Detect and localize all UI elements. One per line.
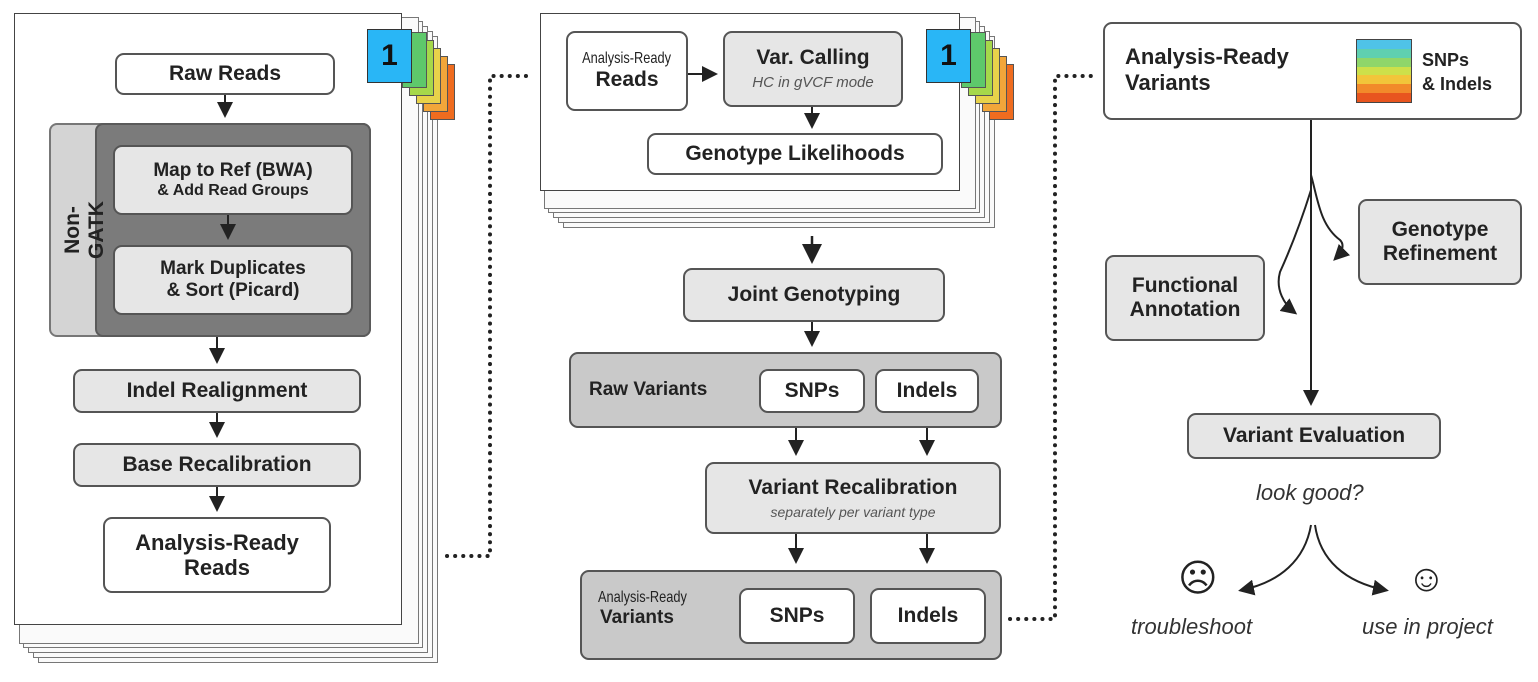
separately-label: separately per variant type: [770, 504, 936, 521]
base-recalibration-label: Base Recalibration: [122, 452, 312, 476]
analysis-ready-reads-line2: Reads: [183, 555, 251, 580]
ar-variants-big: Variants: [600, 607, 674, 629]
snps-indels-legend: SNPs & Indels: [1422, 48, 1492, 97]
ar-reads-big: Reads: [595, 68, 659, 92]
branch-arrow: [1310, 174, 1351, 261]
use-in-project-label: use in project: [1362, 614, 1493, 639]
base-recalibration-box: Base Recalibration: [73, 443, 361, 487]
legend-indels: & Indels: [1422, 74, 1493, 95]
raw-indels-label: Indels: [896, 378, 958, 402]
ar-variants-title-line2: Variants: [1125, 70, 1211, 96]
variant-recalibration-box: Variant Recalibration separately per var…: [705, 462, 1001, 534]
ar-reads-box: Analysis-Ready Reads: [566, 31, 688, 111]
joint-genotyping-label: Joint Genotyping: [727, 282, 901, 306]
ar-variants-small: Analysis-Ready: [598, 589, 687, 606]
ar-variants-label: Analysis-Ready Variants: [598, 588, 718, 630]
look-good-label: look good?: [1256, 480, 1364, 505]
genotype-likelihoods-label: Genotype Likelihoods: [685, 141, 905, 165]
sample-badge: 1: [367, 29, 412, 83]
analysis-ready-reads-box: Analysis-Ready Reads: [103, 517, 331, 593]
mark-duplicates-label: Mark Duplicates: [160, 258, 306, 280]
troubleshoot-label: troubleshoot: [1131, 614, 1253, 639]
raw-snps-box: SNPs: [759, 369, 865, 413]
mark-duplicates-box: Mark Duplicates & Sort (Picard): [113, 245, 353, 315]
var-calling-label: Var. Calling: [756, 46, 870, 70]
genotype-refinement-box: Genotype Refinement: [1358, 199, 1522, 285]
variant-evaluation-label: Variant Evaluation: [1222, 423, 1406, 447]
functional-annotation-line1: Functional: [1131, 273, 1239, 297]
raw-reads-label: Raw Reads: [168, 61, 282, 85]
dotted-connector: [1008, 74, 1097, 621]
branch-arrow: [1314, 524, 1389, 596]
sad-face-icon: ☹: [1178, 558, 1218, 600]
map-to-ref-label: Map to Ref (BWA): [153, 159, 313, 181]
ar-variants-header-box: [1103, 22, 1522, 120]
joint-genotyping-box: Joint Genotyping: [683, 268, 945, 322]
genotype-likelihoods-box: Genotype Likelihoods: [647, 133, 943, 175]
ar-snps-label: SNPs: [769, 603, 825, 627]
genotype-refinement-line2: Refinement: [1382, 242, 1498, 265]
sort-picard-label: & Sort (Picard): [166, 280, 300, 301]
ar-indels-box: Indels: [870, 588, 986, 644]
branch-arrow: [1277, 189, 1312, 315]
raw-indels-box: Indels: [875, 369, 979, 413]
branch-arrow: [1238, 524, 1312, 596]
raw-variants-label: Raw Variants: [589, 379, 708, 401]
raw-snps-label: SNPs: [784, 378, 840, 402]
legend-snps: SNPs: [1422, 50, 1470, 70]
dotted-connector: [445, 74, 532, 558]
raw-reads-box: Raw Reads: [115, 53, 335, 95]
analysis-ready-reads-line1: Analysis-Ready: [135, 529, 299, 555]
add-read-groups-label: & Add Read Groups: [157, 181, 309, 199]
functional-annotation-line2: Annotation: [1129, 298, 1241, 321]
sample-badge: 1: [926, 29, 971, 83]
ar-variants-header-title: Analysis-Ready Variants: [1125, 44, 1289, 97]
happy-face-icon: ☺: [1407, 558, 1446, 600]
functional-annotation-box: Functional Annotation: [1105, 255, 1265, 341]
indel-realignment-box: Indel Realignment: [73, 369, 361, 413]
map-to-ref-box: Map to Ref (BWA) & Add Read Groups: [113, 145, 353, 215]
ar-snps-box: SNPs: [739, 588, 855, 644]
genotype-refinement-line1: Genotype: [1391, 217, 1489, 241]
variant-recalibration-label: Variant Recalibration: [748, 475, 958, 499]
ar-variants-title-line1: Analysis-Ready: [1125, 44, 1289, 69]
spectrum-icon: [1356, 39, 1412, 103]
var-calling-box: Var. Calling HC in gVCF mode: [723, 31, 903, 107]
indel-realignment-label: Indel Realignment: [126, 378, 308, 402]
ar-reads-small: Analysis-Ready: [582, 49, 672, 67]
variant-evaluation-box: Variant Evaluation: [1187, 413, 1441, 459]
ar-indels-label: Indels: [897, 603, 959, 627]
hc-mode-label: HC in gVCF mode: [752, 74, 874, 92]
